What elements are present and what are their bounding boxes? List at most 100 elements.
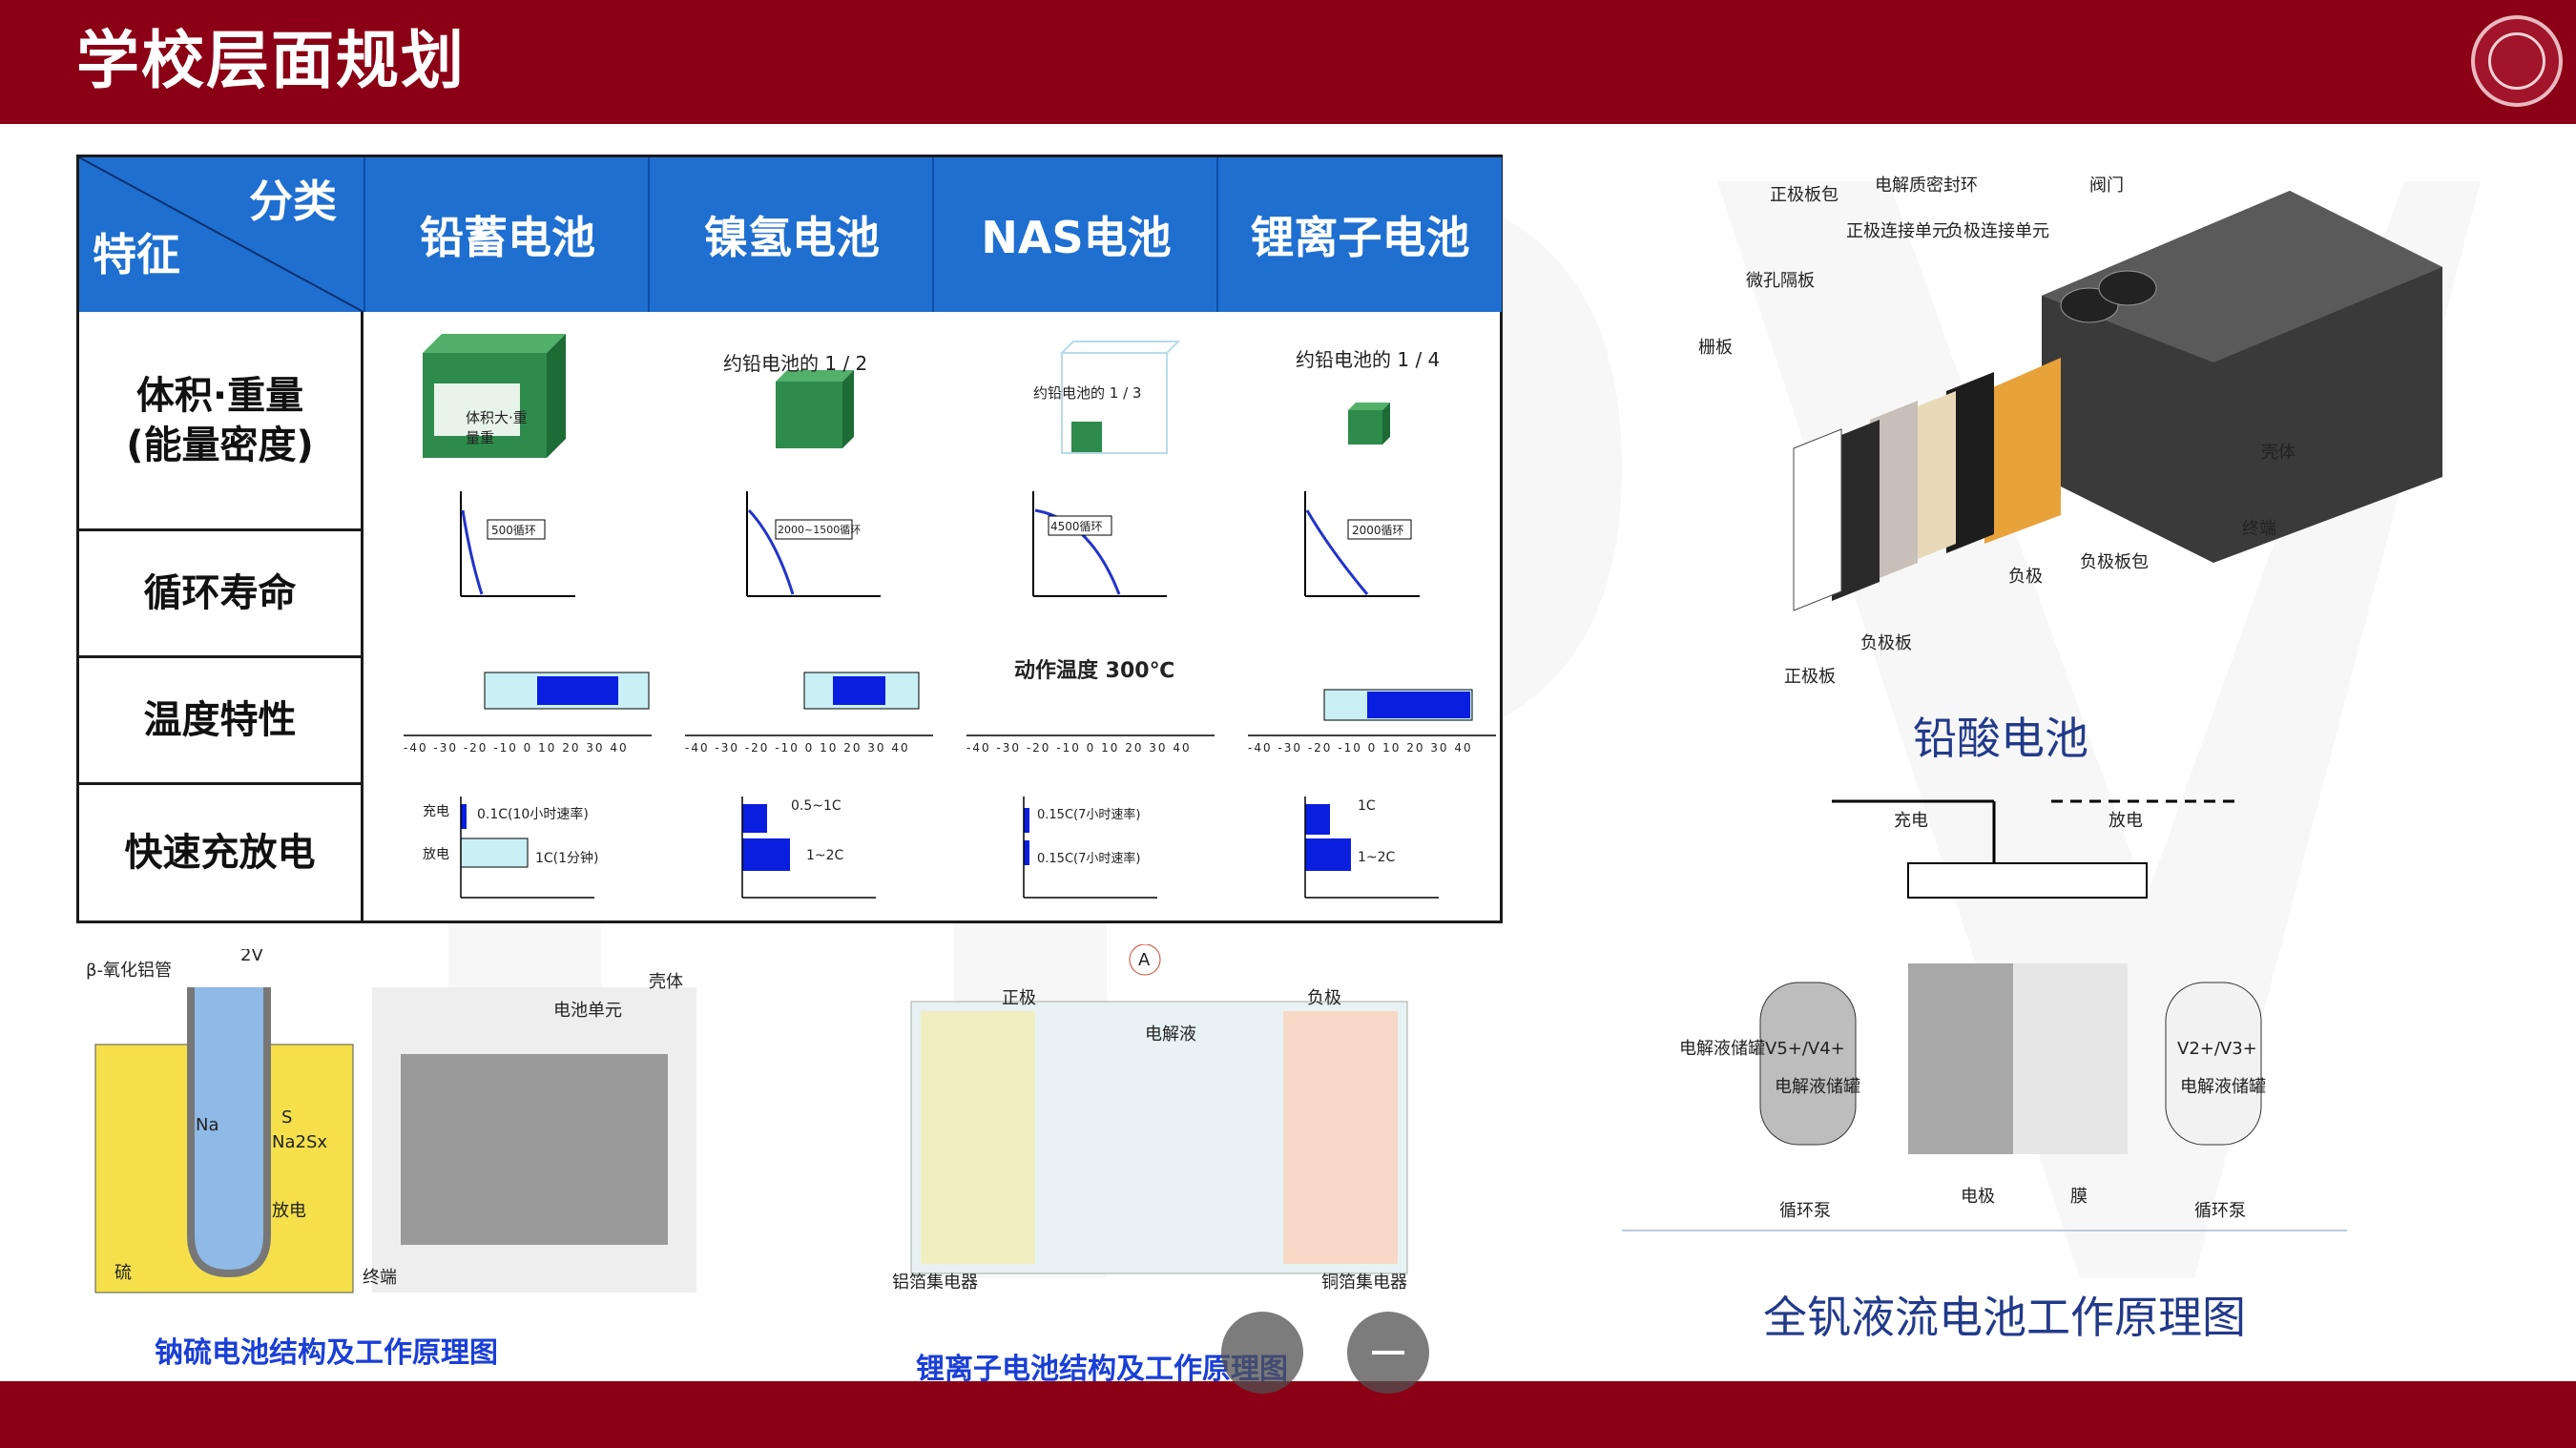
sodium-sulfur-diagram: β-氧化铝管 2V Na S Na2Sx 放电 硫 壳体 电池单元 终端 <box>86 949 696 1293</box>
li-label-anode: 负极 <box>1307 988 1341 1008</box>
logo-ring <box>2488 32 2545 90</box>
li-label-al-foil: 铝箔集电器 <box>892 1272 978 1293</box>
vrb-label-discharge: 放电 <box>2109 811 2143 831</box>
volume-cubes <box>423 334 1390 458</box>
la-label-pos-connector: 正极连接单元 <box>1846 221 1949 241</box>
volume-note-lead: 体积大·重量重 <box>466 409 528 446</box>
fast-value-liion-discharge: 1~2C <box>1358 850 1396 865</box>
cycle-note-nimh: 2000~1500循环 <box>778 524 862 536</box>
row-label-volume: 体积·重量 (能量密度) <box>79 312 364 531</box>
column-header-liion: 锂离子电池 <box>1216 157 1502 312</box>
li-label-electrolyte: 电解液 <box>1145 1024 1196 1045</box>
cube-nas <box>1059 341 1181 454</box>
fast-value-lead-discharge: 1C(1分钟) <box>535 851 599 866</box>
vrb-label-tank-right: 电解液储罐 <box>2180 1077 2266 1097</box>
la-label-pos-plate: 正极板 <box>1784 667 1836 687</box>
vrb-label-tank-left: 电解液储罐 <box>1679 1039 1765 1059</box>
nas-label-terminal: 终端 <box>363 1268 397 1288</box>
nas-label-case: 壳体 <box>649 972 683 992</box>
fast-charge-bars <box>460 796 1439 899</box>
university-logo <box>2471 15 2563 107</box>
temperature-bars <box>404 672 1496 736</box>
cube-lead <box>423 334 566 458</box>
la-label-seal-ring: 电解质密封环 <box>1875 176 1978 196</box>
la-label-terminal: 终端 <box>2242 519 2276 539</box>
previous-button[interactable] <box>1221 1312 1303 1394</box>
column-header-nas: NAS电池 <box>932 157 1218 312</box>
corner-diagonal <box>79 157 364 312</box>
la-label-separator: 微孔隔板 <box>1746 271 1815 291</box>
cycle-life-charts <box>460 491 1420 597</box>
vanadium-diagram: 充电 放电 电解液储罐 电解液储罐 电解液储罐 循环泵 循环泵 电极 膜 V5+… <box>1622 799 2347 1231</box>
nas-label-s: S <box>281 1107 292 1127</box>
fast-value-lead-charge: 0.1C(10小时速率) <box>477 807 589 822</box>
fast-value-nimh-charge: 0.5~1C <box>791 798 841 814</box>
nas-label-beta-tube: β-氧化铝管 <box>86 961 172 981</box>
temp-ticks-nimh: -40 -30 -20 -10 0 10 20 30 40 <box>685 741 910 755</box>
temp-ticks-liion: -40 -30 -20 -10 0 10 20 30 40 <box>1248 741 1473 755</box>
vanadium-caption: 全钒液流电池工作原理图 <box>1763 1292 2246 1343</box>
li-label-ammeter: A <box>1138 950 1151 970</box>
temp-bar-lead <box>484 672 650 710</box>
cycle-chart-liion <box>1304 491 1420 597</box>
la-label-positive-pack: 正极板包 <box>1770 185 1839 205</box>
volume-note-liion: 约铅电池的 1 / 4 <box>1296 348 1441 371</box>
nas-label-sulfur: 硫 <box>114 1263 132 1283</box>
vrb-label-membrane: 膜 <box>2070 1187 2088 1207</box>
vrb-label-charge: 充电 <box>1894 811 1928 831</box>
page-title: 学校层面规划 <box>76 24 466 97</box>
cycle-note-lead: 500循环 <box>491 524 536 537</box>
fast-charge-blue-bars <box>460 804 1351 871</box>
fast-value-liion-charge: 1C <box>1358 798 1376 814</box>
minus-button[interactable] <box>1347 1312 1429 1394</box>
vrb-label-pump-left: 循环泵 <box>1779 1201 1831 1221</box>
cycle-chart-nas <box>1032 491 1167 597</box>
nas-operating-temp: 动作温度 300℃ <box>1014 659 1175 683</box>
fast-label-discharge-lead: 放电 <box>423 847 449 862</box>
column-header-nimh: 镍氢电池 <box>648 157 934 312</box>
la-label-valve: 阀门 <box>2089 176 2124 196</box>
row-label-cycle: 循环寿命 <box>79 531 364 658</box>
fast-label-charge-lead: 充电 <box>423 804 449 819</box>
vrb-label-v54: V5+/V4+ <box>1765 1039 1845 1059</box>
la-label-neg-connector: 负极连接单元 <box>1946 221 2049 241</box>
cycle-chart-lead <box>460 491 575 597</box>
li-label-cu-foil: 铜箔集电器 <box>1321 1272 1407 1293</box>
sodium-sulfur-caption: 钠硫电池结构及工作原理图 <box>155 1336 498 1370</box>
cube-liion <box>1348 403 1390 445</box>
la-label-negative: 负极 <box>2008 567 2043 587</box>
vrb-label-electrode: 电极 <box>1961 1187 1995 1207</box>
li-label-cathode: 正极 <box>1002 988 1036 1008</box>
row-label-fast-charge: 快速充放电 <box>79 785 364 921</box>
temp-bar-liion <box>1323 689 1473 721</box>
la-label-neg-pack: 负极板包 <box>2080 552 2149 572</box>
nas-label-na: Na <box>196 1115 219 1135</box>
temp-bar-nimh <box>803 672 920 710</box>
nas-label-cell: 电池单元 <box>553 1001 622 1021</box>
nas-label-discharge: 放电 <box>272 1201 306 1221</box>
fast-value-nas-charge: 0.15C(7小时速率) <box>1037 808 1141 822</box>
volume-note-nas: 约铅电池的 1 / 3 <box>1033 384 1142 402</box>
lithium-ion-diagram: 正极 负极 电解液 铝箔集电器 铜箔集电器 A <box>892 944 1408 1293</box>
la-label-neg-plate: 负极板 <box>1860 633 1912 653</box>
vrb-label-v23: V2+/V3+ <box>2177 1039 2257 1059</box>
vrb-label-pump-right: 循环泵 <box>2194 1201 2246 1221</box>
footer-bar <box>0 1381 2576 1448</box>
vrb-label-tank-mid: 电解液储罐 <box>1775 1077 1860 1097</box>
temp-ticks-nas: -40 -30 -20 -10 0 10 20 30 40 <box>966 741 1192 755</box>
la-label-case: 壳体 <box>2261 443 2296 463</box>
lead-acid-caption: 铅酸电池 <box>1913 713 2088 764</box>
fast-value-nas-discharge: 0.15C(7小时速率) <box>1037 852 1141 866</box>
fast-charge-axes <box>460 796 1439 899</box>
nas-label-na2sx: Na2Sx <box>272 1132 327 1152</box>
lead-acid-diagram: 正极板包 电解质密封环 阀门 正极连接单元 负极连接单元 微孔隔板 栅板 壳体 … <box>1698 176 2442 687</box>
nas-label-2v: 2V <box>240 949 263 965</box>
column-header-lead: 铅蓄电池 <box>364 157 650 312</box>
row-label-temperature: 温度特性 <box>79 658 364 785</box>
cycle-chart-nimh <box>746 491 881 597</box>
temp-ticks-lead: -40 -30 -20 -10 0 10 20 30 40 <box>404 741 629 755</box>
corner-category-label: 分类 <box>249 176 337 227</box>
fast-value-nimh-discharge: 1~2C <box>806 848 844 863</box>
minus-icon <box>1372 1351 1404 1355</box>
table-corner: 分类 特征 <box>79 157 364 312</box>
